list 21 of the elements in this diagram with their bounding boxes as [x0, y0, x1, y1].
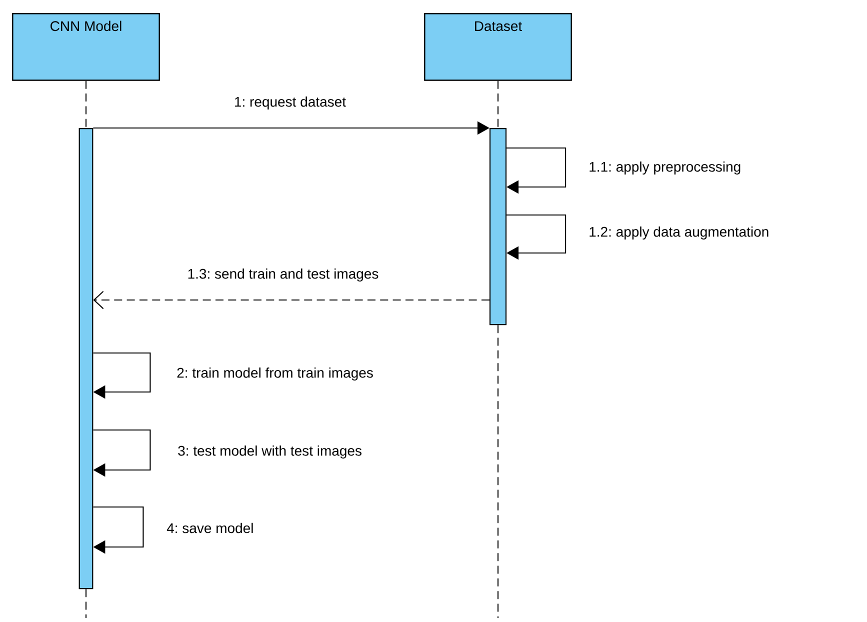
message-label: 4: save model [166, 522, 253, 534]
lifeline [85, 589, 87, 618]
lifeline [497, 325, 499, 618]
return-arrow [93, 290, 490, 310]
lifeline-header-box: CNN Model [12, 13, 160, 81]
lifeline-header-box: Dataset [424, 13, 572, 81]
self-message-arrow [506, 214, 566, 260]
message-label: 2: train model from train images [177, 367, 373, 381]
self-message-arrow [506, 147, 566, 194]
message-label: 1: request dataset [235, 96, 346, 110]
message-label: 1.3: send train and test images [188, 268, 378, 282]
self-message-arrow [93, 506, 144, 554]
self-message-arrow [93, 352, 151, 399]
message-label: 1.2: apply data augmentation [590, 226, 768, 240]
lifeline [85, 80, 87, 128]
self-message-arrow [93, 429, 151, 477]
lifeline [497, 80, 499, 128]
activation-bar [489, 128, 507, 326]
message-label: 1.1: apply preprocessing [590, 161, 740, 175]
activation-bar [78, 128, 94, 590]
message-label: 3: test model with test images [178, 445, 362, 459]
